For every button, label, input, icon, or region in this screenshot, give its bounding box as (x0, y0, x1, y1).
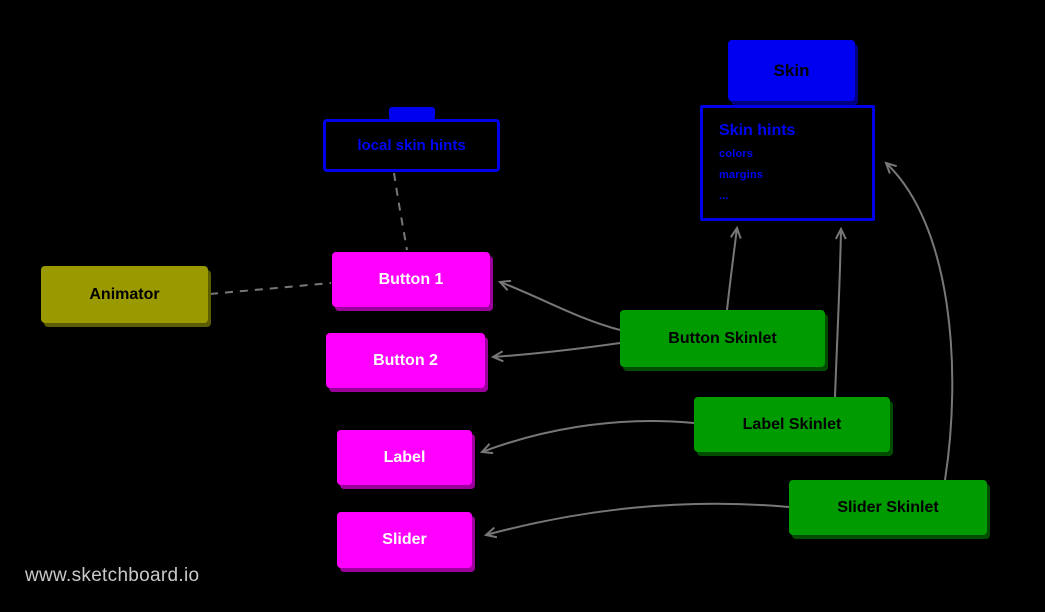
node-button2-label: Button 2 (373, 351, 438, 369)
connector-button-skinlet-to-button2[interactable] (490, 342, 621, 363)
connector-slider-skinlet-to-skin-hints[interactable] (884, 161, 954, 481)
node-slider[interactable]: Slider (337, 512, 472, 568)
node-label[interactable]: Label (337, 430, 472, 485)
skin-hints-item-colors: colors (719, 148, 754, 160)
node-local-skin-hints[interactable]: local skin hints (323, 119, 500, 172)
connector-button-skinlet-to-skin-hints[interactable] (726, 225, 742, 311)
node-button-skinlet-label: Button Skinlet (668, 329, 777, 347)
connector-label-skinlet-to-skin-hints[interactable] (834, 226, 847, 398)
local-skin-hints-tab (389, 107, 435, 120)
connector-slider-skinlet-to-slider[interactable] (483, 502, 790, 539)
node-slider-skinlet-label: Slider Skinlet (837, 498, 939, 516)
node-button2[interactable]: Button 2 (326, 333, 485, 388)
node-animator[interactable]: Animator (41, 266, 208, 323)
connector-label-skinlet-to-label[interactable] (479, 420, 695, 455)
node-slider-skinlet[interactable]: Slider Skinlet (789, 480, 987, 535)
skin-hints-item-margins: margins (719, 169, 764, 181)
connector-button-skinlet-to-button1[interactable] (497, 279, 621, 331)
node-skin-hints[interactable]: Skin hints colors margins ... (700, 105, 875, 221)
node-skin-label: Skin (773, 60, 810, 80)
skin-hints-title: Skin hints (719, 122, 796, 139)
node-local-skin-hints-label: local skin hints (357, 137, 466, 154)
sketchboard-watermark: www.sketchboard.io (25, 565, 200, 586)
node-button1-label: Button 1 (378, 270, 444, 288)
node-button1[interactable]: Button 1 (332, 252, 490, 307)
node-slider-label: Slider (382, 531, 427, 548)
connector-animator-to-button1[interactable] (209, 282, 332, 295)
node-animator-label: Animator (89, 285, 160, 303)
skin-hints-item-ellipsis: ... (719, 190, 729, 202)
node-label-label: Label (383, 448, 426, 466)
node-label-skinlet-label: Label Skinlet (742, 415, 842, 433)
node-skin[interactable]: Skin (728, 40, 855, 101)
node-label-skinlet[interactable]: Label Skinlet (694, 397, 890, 452)
connector-local-skin-hints-to-button1[interactable] (393, 172, 408, 251)
node-button-skinlet[interactable]: Button Skinlet (620, 310, 825, 367)
